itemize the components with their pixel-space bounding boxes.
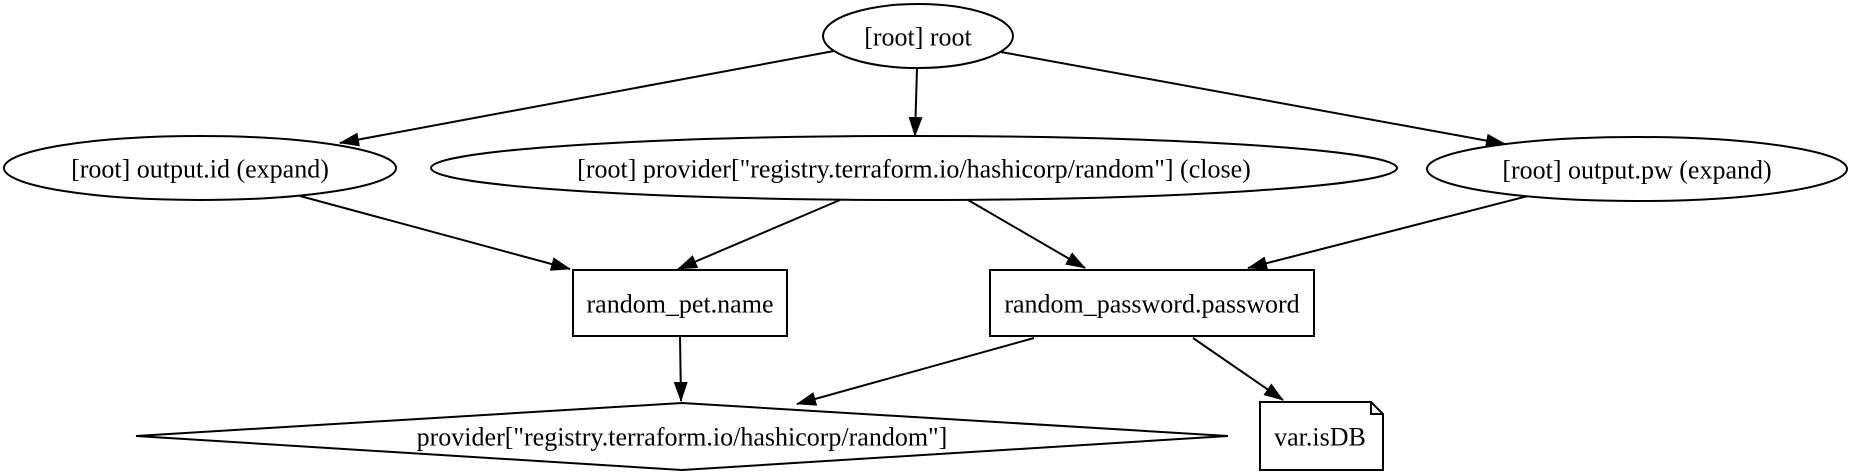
node-random-pet: random_pet.name [572, 269, 788, 337]
output-pw-ellipse [1426, 136, 1848, 202]
node-random-password: random_password.password [989, 269, 1315, 337]
var-isdb-label: var.isDB [1274, 423, 1366, 452]
provider-diamond [135, 401, 1229, 472]
random-password-label: random_password.password [1004, 290, 1299, 319]
var-isdb-note-fold [1370, 402, 1383, 415]
edge-output-pw-to-random-password [1247, 195, 1529, 271]
root-label: [root] root [864, 23, 972, 52]
edge-provider-close-to-random-pet [677, 199, 841, 270]
node-provider-close: [root] provider["registry.terraform.io/h… [430, 135, 1398, 201]
node-output-pw: [root] output.pw (expand) [1426, 136, 1848, 202]
var-isdb-note [1259, 401, 1384, 471]
edge-output-id-to-random-pet [299, 195, 571, 271]
edge-random-pet-to-provider [673, 335, 688, 402]
output-id-ellipse [3, 135, 397, 201]
edge-random-password-to-var-isdb [1192, 337, 1284, 401]
random-pet-box [572, 269, 788, 337]
random-password-box [989, 269, 1315, 337]
root-ellipse [822, 3, 1014, 69]
node-root: [root] root [822, 3, 1014, 69]
edge-root-to-output-pw [1000, 51, 1506, 148]
edge-root-to-provider-close [908, 67, 923, 137]
edge-provider-close-to-random-password [967, 199, 1086, 269]
random-pet-label: random_pet.name [587, 290, 774, 319]
node-output-id: [root] output.id (expand) [3, 135, 397, 201]
node-provider: provider["registry.terraform.io/hashicor… [135, 401, 1229, 472]
provider-close-label: [root] provider["registry.terraform.io/h… [577, 155, 1251, 184]
output-pw-label: [root] output.pw (expand) [1502, 156, 1771, 185]
node-var-isdb: var.isDB [1259, 401, 1384, 471]
provider-label: provider["registry.terraform.io/hashicor… [417, 423, 948, 452]
edges [299, 50, 1529, 406]
edge-root-to-output-id [339, 50, 835, 147]
edge-random-password-to-provider [796, 337, 1035, 406]
provider-close-ellipse [430, 135, 1398, 201]
output-id-label: [root] output.id (expand) [71, 155, 329, 184]
